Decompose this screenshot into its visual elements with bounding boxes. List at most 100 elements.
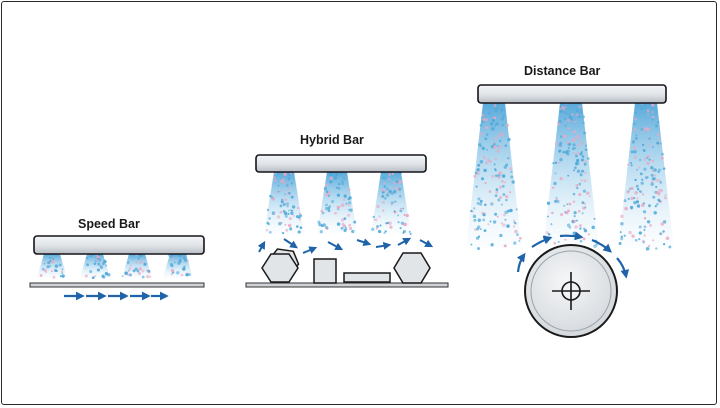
spray-droplet [498,145,502,149]
spray-droplet [143,262,147,266]
spray-droplet [493,145,497,149]
spray-droplet [630,161,633,165]
spray-droplet [581,115,585,119]
spray-droplet [277,190,280,193]
spray-droplet [627,163,630,166]
spray-droplet [498,139,502,143]
spray-droplet [500,108,504,112]
spray-droplet [486,148,488,151]
spray-droplet [392,181,396,185]
spray-droplet [579,227,582,230]
spray-droplet [481,116,484,119]
spray-droplet [126,261,130,264]
spray-droplet [285,228,289,232]
spray-droplet [282,203,286,207]
spray-droplet [491,202,494,205]
spray-droplet [136,269,140,273]
spray-droplet [399,227,402,230]
spray-droplet [572,192,576,196]
spray-droplet [587,233,591,236]
spray-droplet [180,273,184,277]
spray-droplet [102,275,106,279]
spray-droplet [655,124,658,128]
spray-droplet [399,207,403,210]
spray-droplet [635,200,640,204]
spray-droplet [186,260,189,262]
spray-droplet [577,162,580,165]
spray-droplet [265,229,269,232]
spray-droplet [576,158,580,163]
spray-droplet [390,203,393,206]
spray-droplet [277,184,280,187]
spray-droplet [284,193,286,196]
spray-droplet [329,180,333,184]
spray-droplet [580,141,584,145]
spray-droplet [483,229,487,232]
spray-droplet [560,213,564,217]
spray-droplet [290,209,293,212]
spray-droplet [636,168,639,171]
spray-droplet [633,122,636,126]
spray-droplet [655,185,658,189]
spray-droplet [173,261,176,264]
spray-droplet [554,142,559,146]
spray-droplet [290,172,292,175]
spray-droplet [502,193,506,196]
spray-droplet [376,204,380,209]
spray-droplet [583,179,587,183]
spray-droplet [348,201,352,205]
spray-droplet [84,274,88,278]
spray-droplet [299,218,301,221]
spray-droplet [620,222,624,226]
spray-droplet [619,231,622,234]
spray-droplet [476,227,480,231]
spray-droplet [581,212,584,215]
distance-bar [477,84,667,104]
spray-droplet [490,122,494,126]
spray-droplet [501,133,505,137]
spray-droplet [560,110,563,113]
spray-droplet [477,236,480,239]
spray-droplet [577,209,581,213]
spray-droplet [490,243,494,247]
spray-droplet [588,195,591,198]
spray-droplet [54,269,58,272]
spray-droplet [43,268,47,273]
spray-droplet [494,157,498,161]
spray-droplet [491,127,495,131]
spray-droplet [554,200,557,203]
spray-droplet [344,226,347,229]
spray-droplet [353,220,357,224]
spray-droplet [641,203,645,207]
spray-droplet [568,115,572,119]
spray-droplet [631,140,635,144]
spray-droplet [480,177,485,181]
spray-droplet [665,236,670,241]
spray-droplet [285,184,289,187]
spray-droplet [400,221,404,225]
spray-droplet [340,226,344,230]
spray-droplet [631,234,635,238]
spray-droplet [643,216,647,220]
spray-droplet [653,211,657,215]
spray-droplet [99,264,103,268]
spray-droplet [651,110,654,114]
spray-droplet [345,202,348,205]
spray-droplet [290,195,294,199]
spray-droplet [506,224,510,228]
spray-droplet [505,163,509,167]
spray-droplet [91,276,95,280]
spray-droplet [591,225,595,230]
spray-droplet [385,189,389,192]
spray-droplet [409,232,412,236]
spray-droplet [335,186,338,189]
spray-droplet [662,167,666,170]
speed-spray-cones [37,252,193,280]
spray-droplet [586,157,590,160]
hybrid-conveyor [245,282,449,288]
distance-bar-group [466,84,674,338]
hybrid-flow-arrows [257,237,434,254]
spray-droplet [287,212,290,215]
spray-droplet [642,210,647,214]
spray-droplet [347,204,350,207]
